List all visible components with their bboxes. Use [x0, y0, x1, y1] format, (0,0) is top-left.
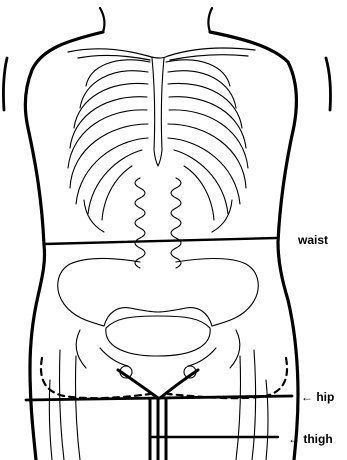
hip-label: ← hip	[301, 390, 334, 404]
ribcage	[68, 58, 248, 232]
inner-arm-right	[326, 58, 331, 110]
spine	[135, 178, 181, 268]
neck-outline	[100, 8, 212, 32]
thigh-label: ← thigh	[288, 432, 333, 446]
hip-measurement-line	[26, 396, 292, 400]
gluteal-outline	[41, 358, 287, 398]
waist-label: waist	[297, 233, 328, 247]
inner-arm-left	[3, 58, 7, 110]
waist-measurement-line	[44, 238, 276, 244]
crotch-lines	[118, 370, 198, 460]
clavicles	[68, 48, 255, 60]
